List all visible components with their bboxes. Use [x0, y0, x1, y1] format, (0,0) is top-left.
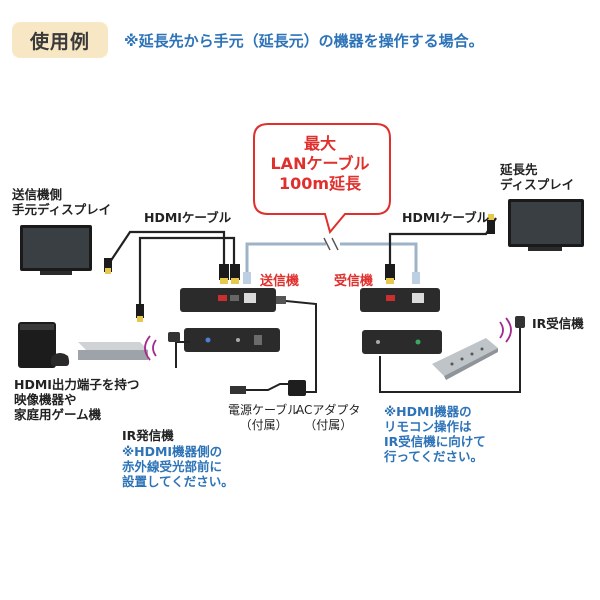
- local-display-label: 送信機側 手元ディスプレイ: [12, 187, 112, 217]
- power-cable-label: 電源ケーブル （付属）: [228, 403, 300, 432]
- transmitter-label: 送信機: [260, 274, 300, 289]
- hdmi-cable-left-label: HDMIケーブル: [144, 210, 232, 225]
- remote-control-icon: [432, 338, 498, 380]
- local-display-icon: [20, 225, 92, 275]
- ir-transmitter-label: IR発信機: [122, 428, 174, 443]
- lan-cable: [243, 237, 420, 284]
- range-bubble-text: 最大 LANケーブル 100m延長: [255, 134, 385, 194]
- range-bubble: [253, 123, 391, 235]
- hdmi-cable-left: [104, 230, 236, 322]
- power-cable: [230, 296, 317, 396]
- bubble-line-3: 100m延長: [278, 174, 362, 193]
- receiver-label: 受信機: [334, 274, 374, 289]
- usage-example-badge: 使用例: [12, 22, 108, 58]
- source-device-label: HDMI出力端子を持つ 映像機器や 家庭用ゲーム機: [14, 377, 140, 422]
- ac-adapter-label: ACアダプタ （付属）: [296, 403, 361, 432]
- ir-receiver-cable: [379, 316, 525, 393]
- remote-display-label: 延長先 ディスプレイ: [500, 162, 575, 192]
- header-note: ※延長先から手元（延長元）の機器を操作する場合。: [124, 32, 484, 50]
- transmitter-hdmi-plugs: [219, 264, 240, 284]
- hdmi-cable-right-label: HDMIケーブル: [402, 210, 490, 225]
- ir-transmitter-note: ※HDMI機器側の 赤外線受光部前に 設置してください。: [122, 444, 234, 489]
- ir-receiver-label: IR受信機: [532, 316, 584, 331]
- game-console-icon: [18, 322, 70, 368]
- bubble-line-1: 最大: [303, 134, 336, 153]
- media-player-icon: [78, 342, 148, 360]
- receiver-device: [360, 288, 442, 354]
- hdmi-cable-right: [385, 214, 497, 284]
- remote-operation-note: ※HDMI機器の リモコン操作は IR受信機に向けて 行ってください。: [384, 404, 486, 464]
- remote-display-icon: [508, 199, 584, 251]
- bubble-line-2: LANケーブル: [270, 154, 370, 173]
- ir-transmitter-cable: [144, 332, 190, 368]
- transmitter-device: [180, 288, 280, 352]
